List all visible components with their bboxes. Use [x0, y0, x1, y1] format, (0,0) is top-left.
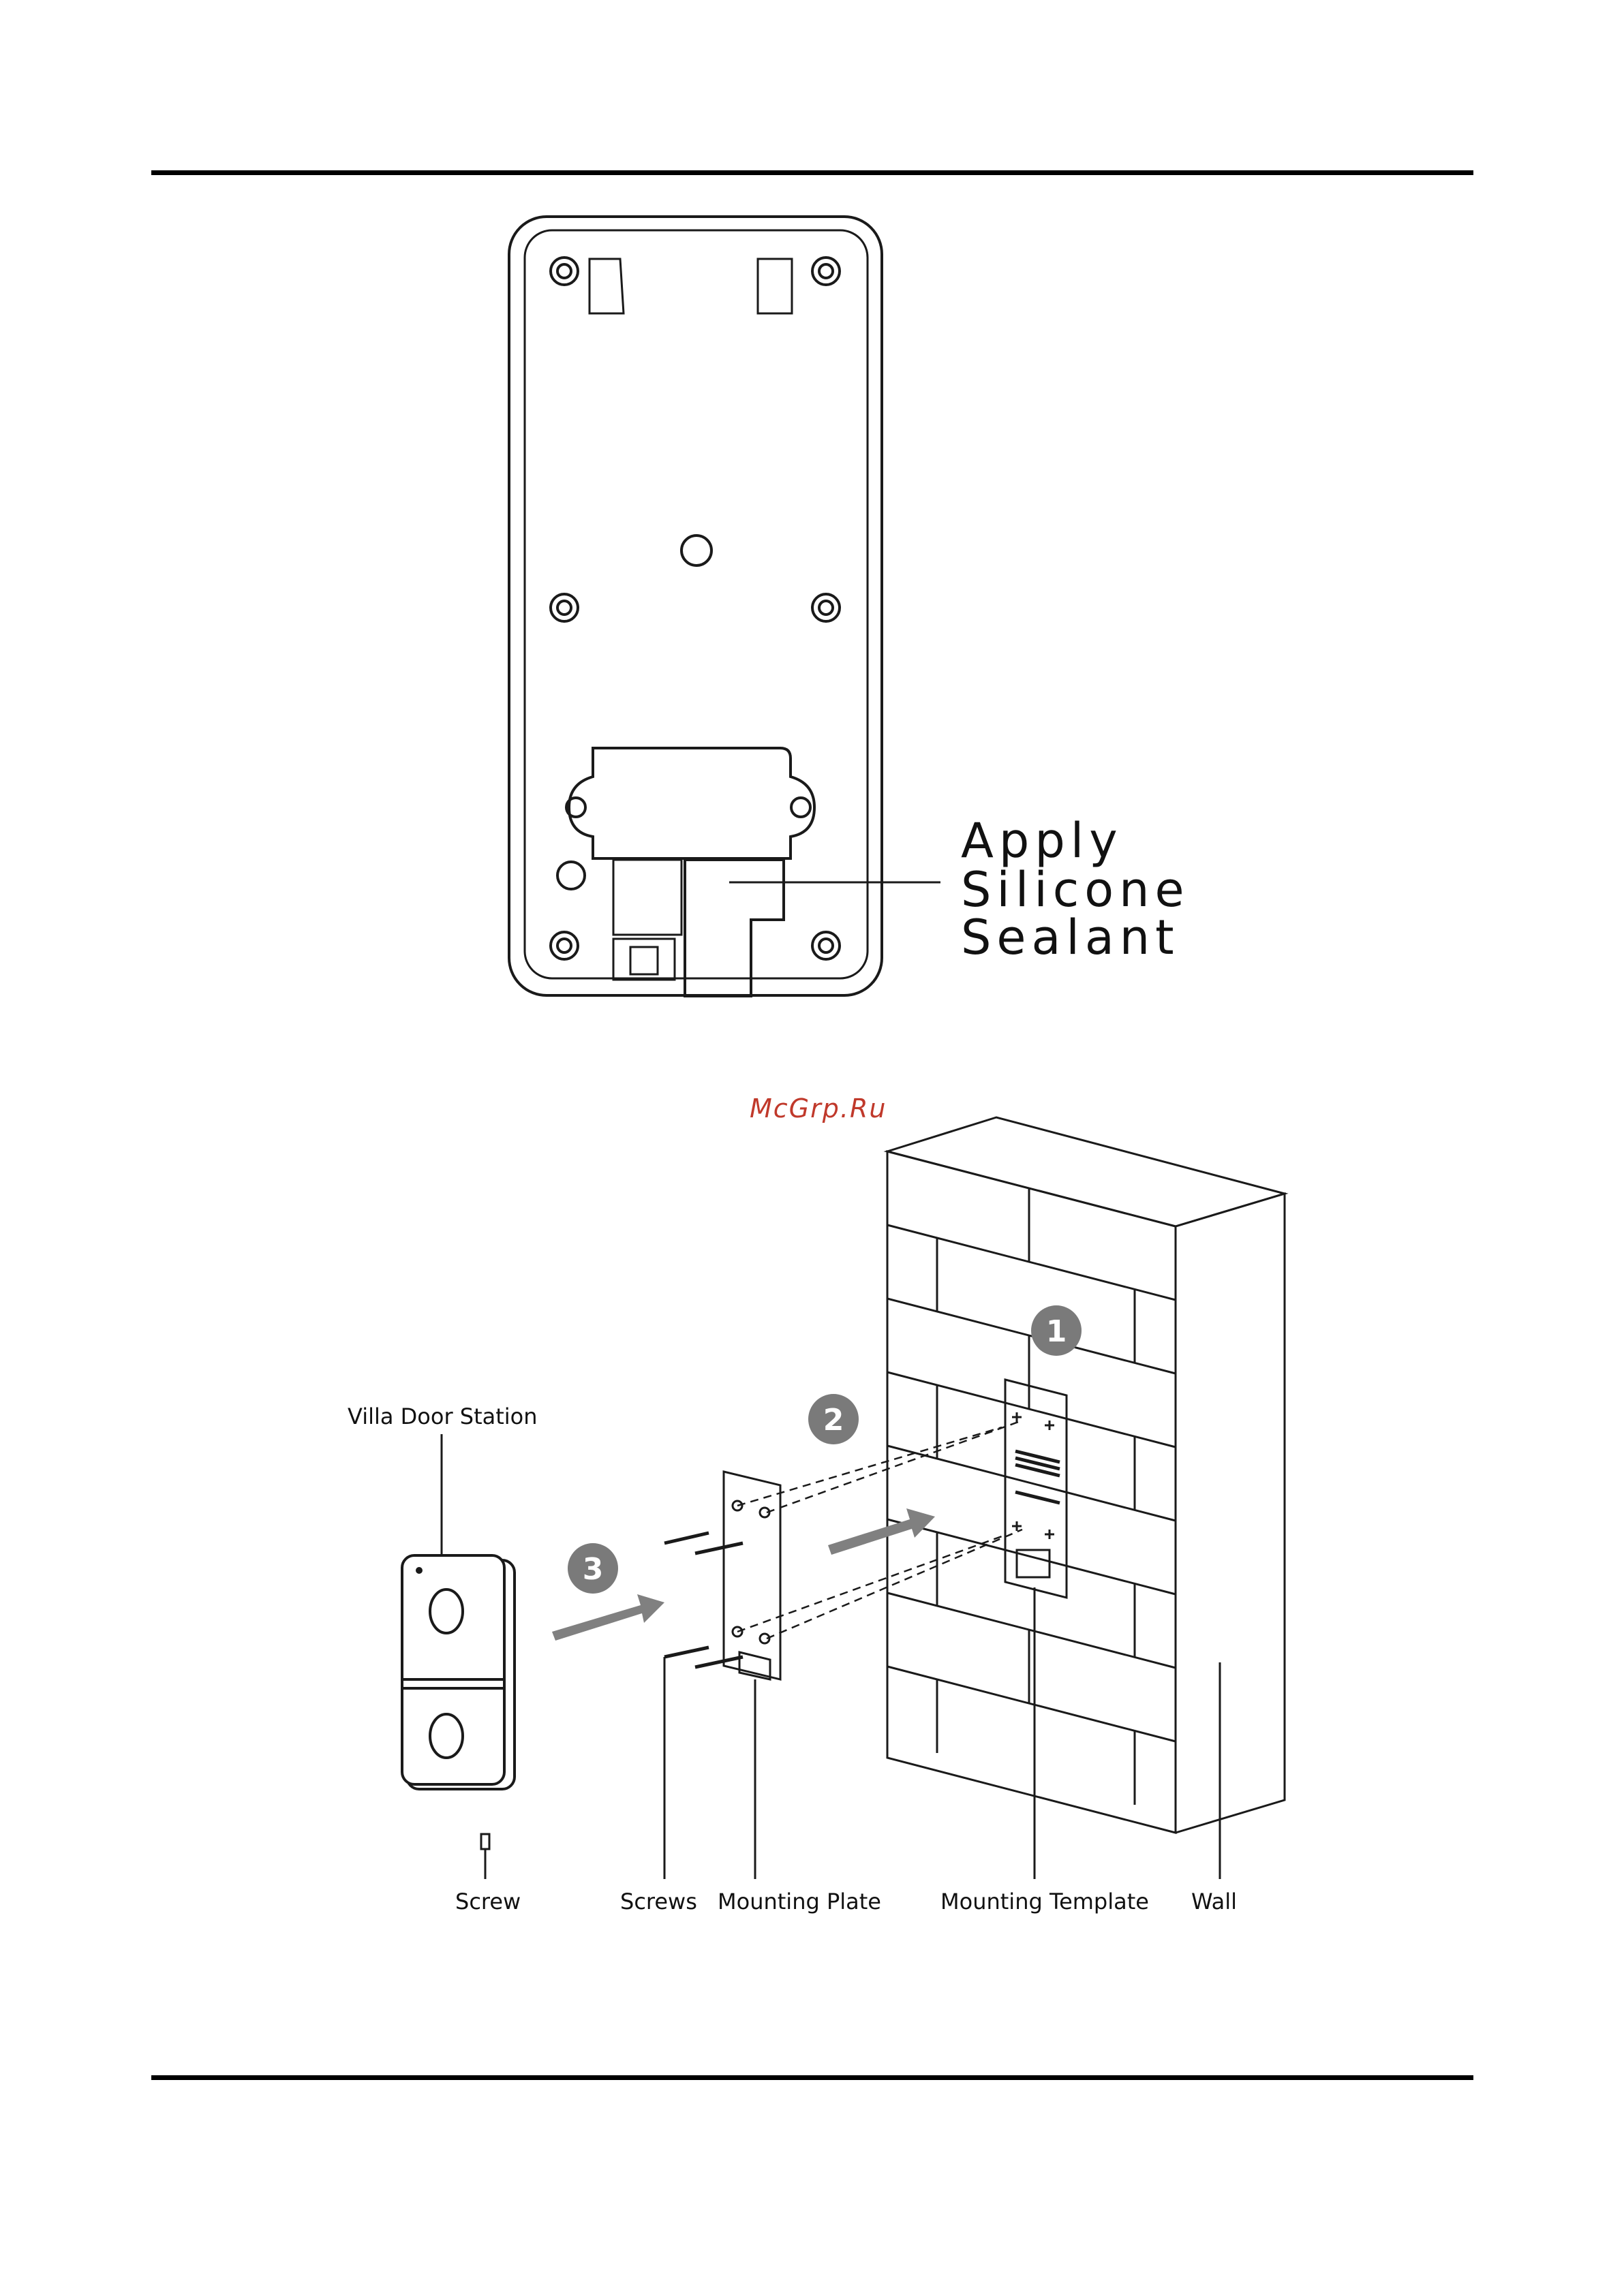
wall: [887, 1117, 1285, 1833]
arrow-step2: [828, 1508, 935, 1555]
screw-mid-left: [551, 594, 578, 621]
step-badge-2: 2: [808, 1394, 859, 1444]
screw-top-right: [812, 258, 840, 285]
svg-text:3: 3: [583, 1552, 604, 1587]
villa-door-station: [402, 1555, 515, 1789]
sealant-label-line1: Apply: [961, 813, 1123, 869]
screw-top-left: [551, 258, 578, 285]
label-mounting-template: Mounting Template: [940, 1889, 1149, 1914]
step-badge-1: 1: [1031, 1305, 1082, 1356]
arrow-step3: [552, 1594, 664, 1641]
label-screws: Screws: [620, 1889, 697, 1914]
label-screw: Screw: [455, 1889, 521, 1914]
svg-text:1: 1: [1046, 1314, 1067, 1349]
screws: [664, 1533, 743, 1667]
device-back-view: [509, 217, 882, 996]
mounting-template: [1005, 1380, 1067, 1598]
step-badge-3: 3: [568, 1543, 618, 1594]
label-villa-door-station: Villa Door Station: [348, 1403, 538, 1429]
screw-bottom-right: [812, 932, 840, 959]
label-mounting-plate: Mounting Plate: [718, 1889, 881, 1914]
svg-text:2: 2: [823, 1403, 844, 1438]
single-screw: [481, 1834, 489, 1849]
screw-mid-right: [812, 594, 840, 621]
watermark: McGrp.Ru: [750, 1093, 887, 1123]
sealant-label-line3: Sealant: [961, 910, 1180, 965]
label-wall: Wall: [1191, 1889, 1237, 1914]
mounting-plate: [724, 1472, 780, 1679]
screw-bottom-left: [551, 932, 578, 959]
